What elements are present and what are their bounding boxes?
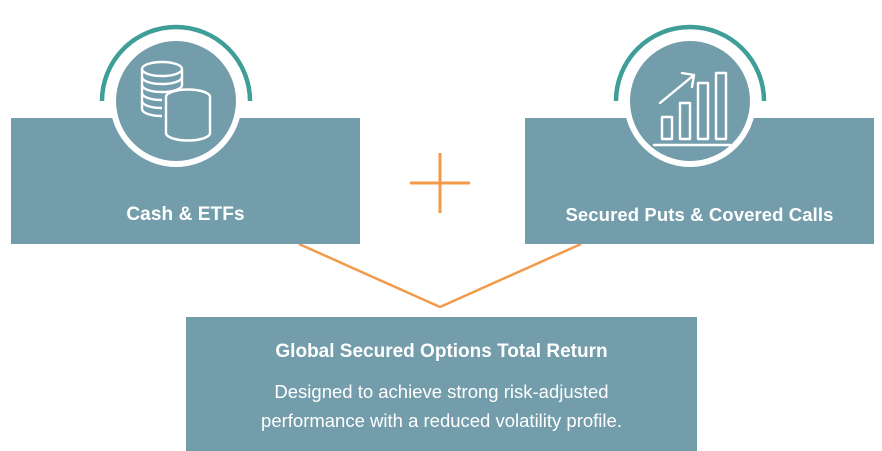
result-title: Global Secured Options Total Return	[275, 341, 608, 362]
result-description-line: Designed to achieve strong risk-adjusted	[274, 381, 609, 402]
result-description-line: performance with a reduced volatility pr…	[261, 410, 622, 431]
result-box: Global Secured Options Total Return Desi…	[186, 317, 697, 451]
coins-icon	[140, 60, 212, 142]
coins-badge	[96, 17, 256, 177]
connector-right	[439, 242, 582, 309]
growth-chart-icon	[652, 71, 732, 147]
growth-chart-badge	[610, 17, 770, 177]
plus-icon	[410, 153, 470, 213]
cash-etfs-label: Cash & ETFs	[126, 204, 245, 225]
connector-left	[298, 242, 441, 309]
result-description: Designed to achieve strong risk-adjusted…	[186, 377, 697, 435]
secured-puts-label: Secured Puts & Covered Calls	[565, 204, 834, 225]
